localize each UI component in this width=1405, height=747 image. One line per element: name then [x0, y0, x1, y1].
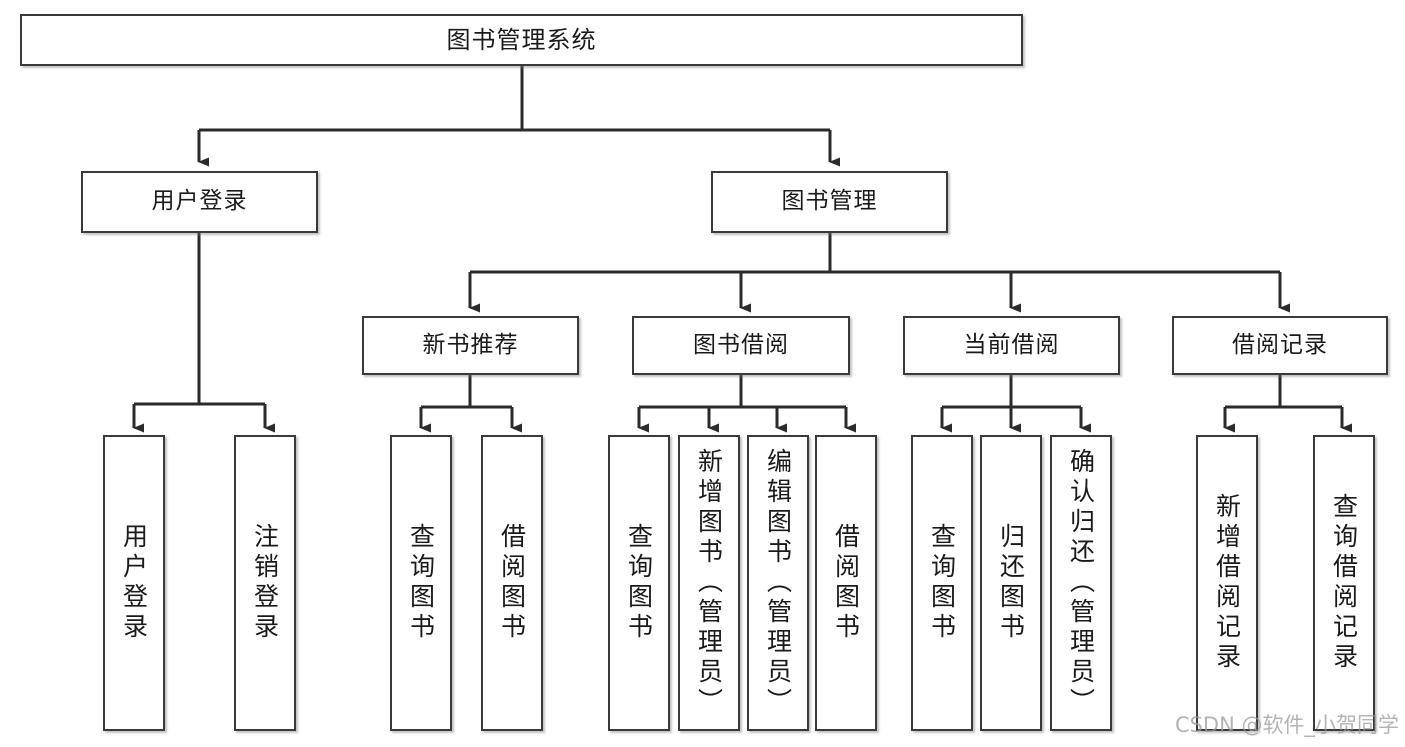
node-label: 归还图书	[996, 523, 1026, 643]
node-label: 查询图书	[624, 523, 654, 643]
node-label: 新增图书（管理员）	[694, 448, 724, 718]
node-label: 当前借阅	[963, 331, 1060, 358]
node-new-book-recommend[interactable]: 新书推荐	[362, 316, 579, 375]
node-label: 查询图书	[406, 523, 436, 643]
leaf-record-query-borrow-record[interactable]: 查询借阅记录	[1313, 435, 1375, 731]
node-current-borrow[interactable]: 当前借阅	[903, 316, 1120, 375]
leaf-borrow-add-book-admin[interactable]: 新增图书（管理员）	[678, 435, 740, 731]
node-label: 查询借阅记录	[1329, 493, 1359, 673]
leaf-new-book-query[interactable]: 查询图书	[390, 435, 452, 731]
leaf-borrow-edit-book-admin[interactable]: 编辑图书（管理员）	[747, 435, 809, 731]
node-label: 编辑图书（管理员）	[763, 448, 793, 718]
node-label: 用户登录	[119, 523, 149, 643]
leaf-current-return-book[interactable]: 归还图书	[980, 435, 1042, 731]
node-label: 新书推荐	[422, 331, 519, 358]
node-book-management[interactable]: 图书管理	[711, 171, 948, 233]
node-label: 图书管理系统	[446, 25, 597, 54]
node-label: 注销登录	[250, 523, 280, 643]
node-label: 确认归还（管理员）	[1066, 448, 1096, 718]
node-label: 借阅图书	[831, 523, 861, 643]
leaf-new-book-borrow[interactable]: 借阅图书	[481, 435, 543, 731]
node-label: 新增借阅记录	[1212, 493, 1242, 673]
leaf-record-add-borrow-record[interactable]: 新增借阅记录	[1196, 435, 1258, 731]
leaf-borrow-borrow-book[interactable]: 借阅图书	[815, 435, 877, 731]
watermark-text: CSDN @软件_小贺同学	[1174, 713, 1399, 737]
leaf-user-login-signout[interactable]: 注销登录	[234, 435, 296, 731]
node-book-borrow[interactable]: 图书借阅	[632, 316, 850, 375]
node-borrow-record[interactable]: 借阅记录	[1172, 316, 1388, 375]
node-label: 借阅记录	[1232, 331, 1328, 358]
node-root-book-management-system[interactable]: 图书管理系统	[20, 14, 1023, 66]
leaf-current-confirm-return-admin[interactable]: 确认归还（管理员）	[1050, 435, 1112, 731]
leaf-borrow-query-book[interactable]: 查询图书	[608, 435, 670, 731]
node-user-login[interactable]: 用户登录	[81, 171, 318, 233]
leaf-current-query-book[interactable]: 查询图书	[911, 435, 973, 731]
node-label: 图书借阅	[693, 331, 789, 358]
node-label: 用户登录	[151, 188, 248, 215]
node-label: 图书管理	[781, 188, 878, 215]
leaf-user-login-signin[interactable]: 用户登录	[103, 435, 165, 731]
node-label: 查询图书	[927, 523, 957, 643]
node-label: 借阅图书	[497, 523, 527, 643]
